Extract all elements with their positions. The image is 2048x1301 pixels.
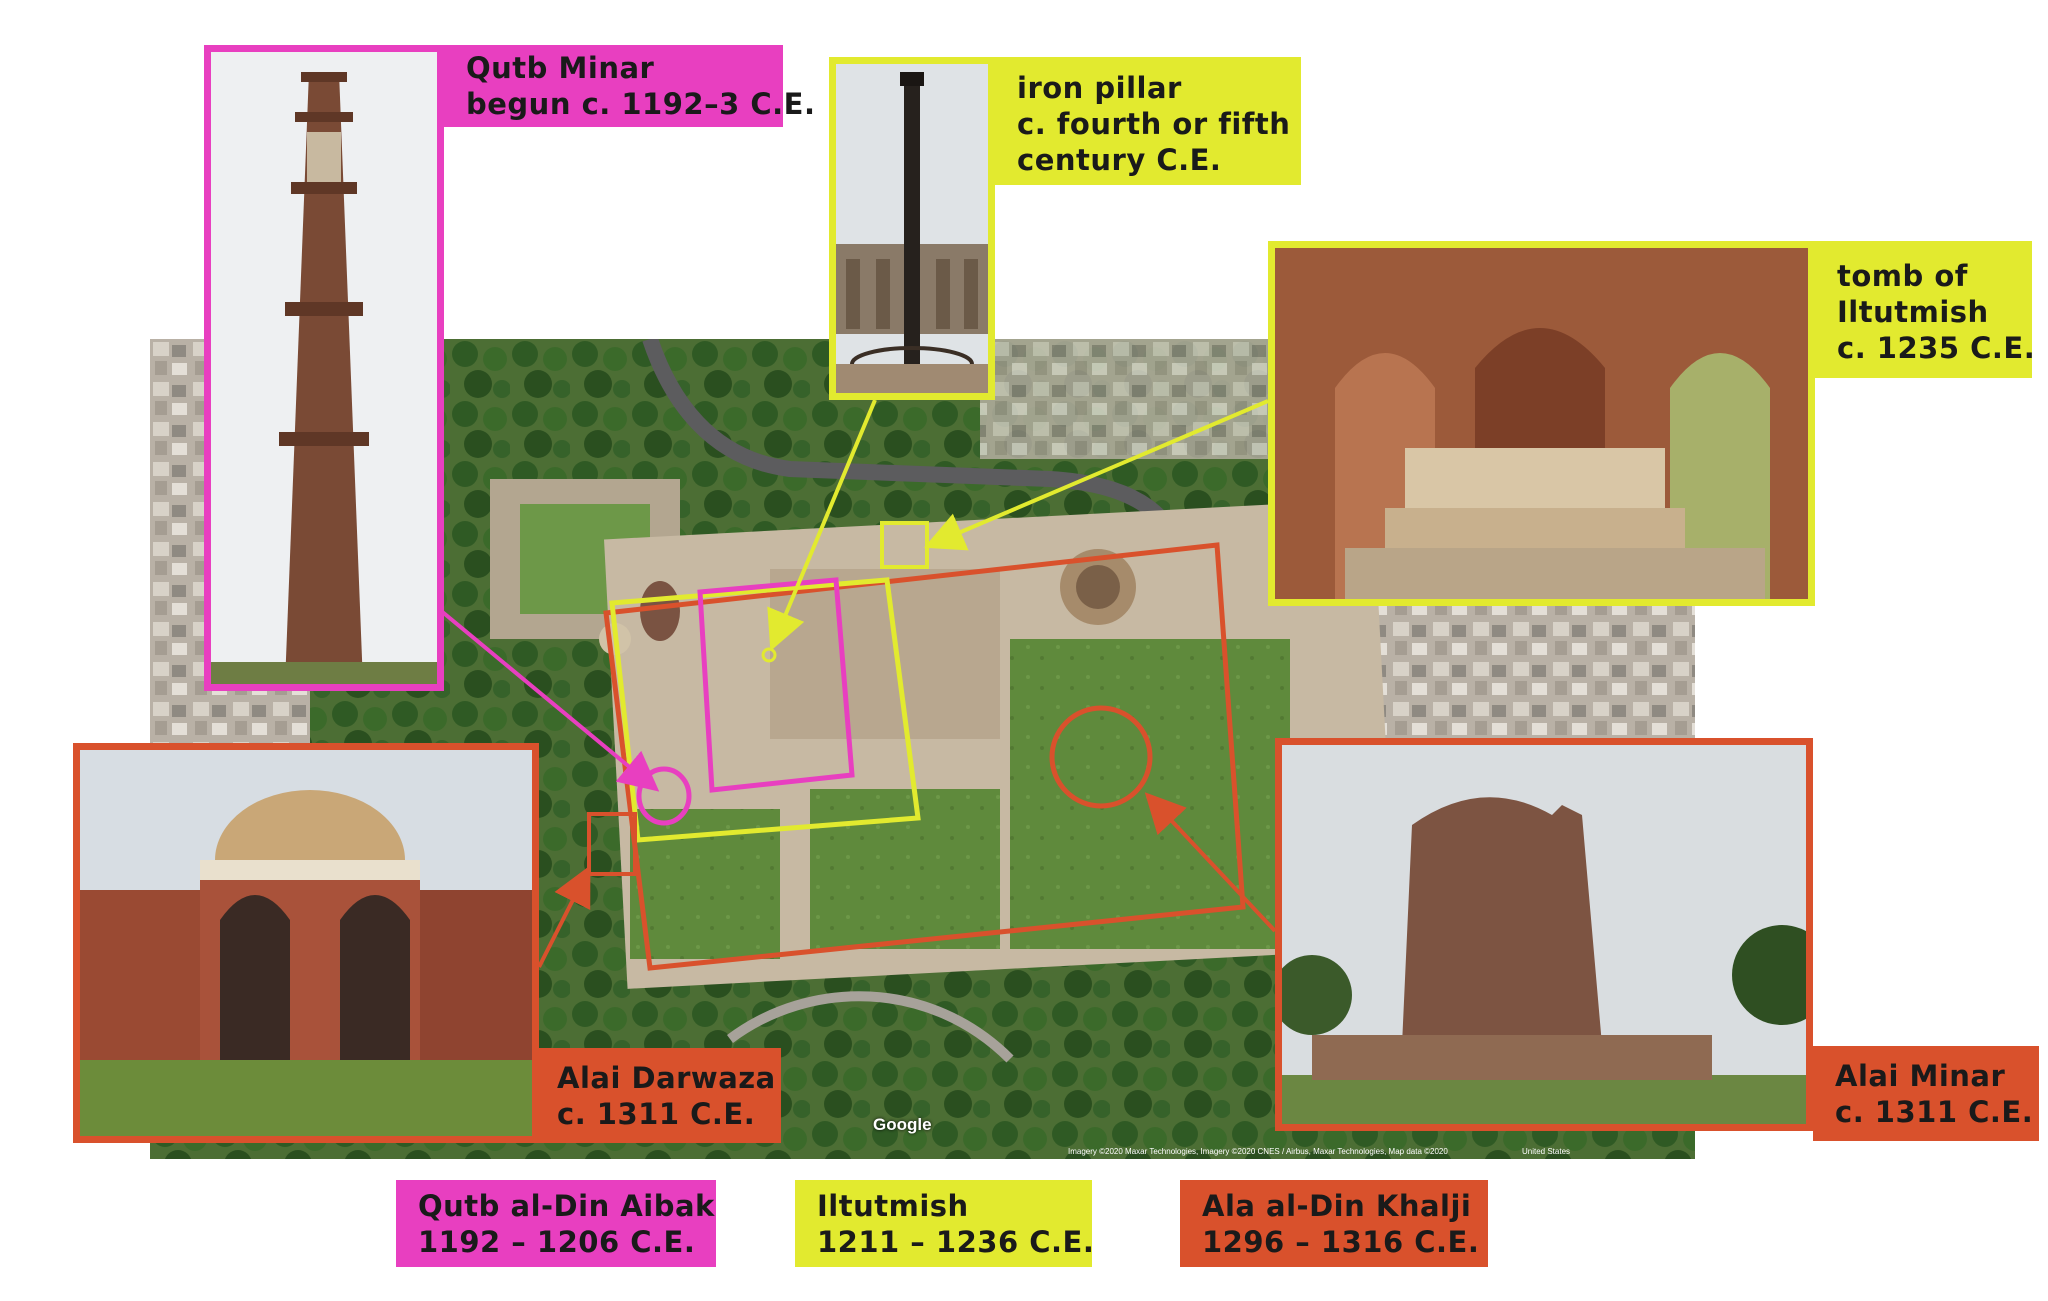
iron-pillar-photo <box>829 57 995 400</box>
google-watermark: Google <box>873 1115 932 1134</box>
legend-khalji-name: Ala al-Din Khalji <box>1202 1189 1472 1223</box>
legend-aibak-name: Qutb al-Din Aibak <box>418 1189 715 1223</box>
qutb-minar-label: Qutb Minar begun c. 1192–3 C.E. <box>444 45 816 127</box>
tomb-iltutmish-photo <box>1268 241 1815 606</box>
alai-darwaza-label-date: c. 1311 C.E. <box>557 1097 756 1131</box>
alai-darwaza-label: Alai Darwaza c. 1311 C.E. <box>535 1048 781 1143</box>
legend-aibak-dates: 1192 – 1206 C.E. <box>418 1225 696 1259</box>
tomb-label-line2: Iltutmish <box>1837 295 1989 329</box>
alai-minar-photo <box>1275 738 1813 1131</box>
iron-pillar-label: iron pillar c. fourth or fifth century C… <box>995 57 1301 185</box>
alai-minar-label-name: Alai Minar <box>1835 1059 2006 1093</box>
legend-khalji: Ala al-Din Khalji 1296 – 1316 C.E. <box>1180 1180 1488 1267</box>
qutb-minar-label-date: begun c. 1192–3 C.E. <box>466 87 816 121</box>
qutb-minar-label-name: Qutb Minar <box>466 51 655 85</box>
alai-darwaza-label-name: Alai Darwaza <box>557 1061 776 1095</box>
legend-khalji-dates: 1296 – 1316 C.E. <box>1202 1225 1480 1259</box>
tomb-label-line1: tomb of <box>1837 259 1968 293</box>
qutb-minar-photo <box>204 45 444 691</box>
tomb-iltutmish-label: tomb of Iltutmish c. 1235 C.E. <box>1815 241 2036 378</box>
legend-aibak: Qutb al-Din Aibak 1192 – 1206 C.E. <box>396 1180 716 1267</box>
alai-minar-label-date: c. 1311 C.E. <box>1835 1095 2034 1129</box>
legend-iltutmish: Iltutmish 1211 – 1236 C.E. <box>795 1180 1095 1267</box>
map-attribution[interactable]: Imagery ©2020 Maxar Technologies, Imager… <box>1068 1147 1448 1156</box>
map-attribution-region: United States <box>1522 1147 1571 1156</box>
iron-pillar-label-date2: century C.E. <box>1017 143 1222 177</box>
tomb-label-date: c. 1235 C.E. <box>1837 331 2036 365</box>
alai-minar-label: Alai Minar c. 1311 C.E. <box>1813 1046 2039 1141</box>
iron-pillar-label-name: iron pillar <box>1017 71 1182 105</box>
legend-iltutmish-dates: 1211 – 1236 C.E. <box>817 1225 1095 1259</box>
legend-iltutmish-name: Iltutmish <box>817 1189 969 1223</box>
alai-darwaza-photo <box>73 743 539 1143</box>
iron-pillar-label-date1: c. fourth or fifth <box>1017 107 1291 141</box>
